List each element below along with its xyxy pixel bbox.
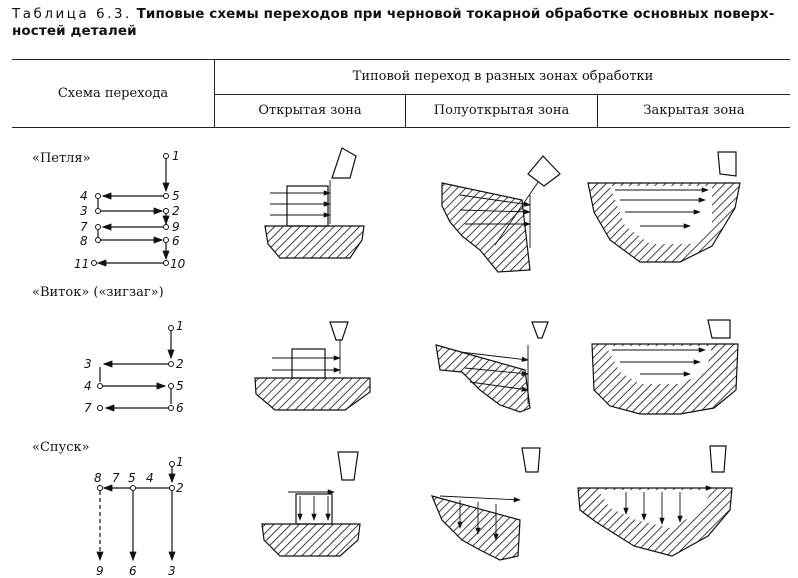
- table-vrule-3: [597, 94, 598, 128]
- pt-label: 6: [172, 234, 180, 248]
- pt-label: 1: [172, 149, 180, 163]
- caption-text-line2: ностей деталей: [12, 23, 137, 39]
- header-group: Типовой переход в разных зонах обработки: [352, 69, 654, 84]
- pt-label: 8: [94, 471, 102, 485]
- scheme-spusk: [96, 466, 176, 562]
- sketch-open-row2: [254, 321, 371, 411]
- sketch-semi-row3: [430, 447, 541, 561]
- header-scheme: Схема перехода: [57, 86, 169, 101]
- header-zone-closed: Закрытая зона: [643, 103, 745, 118]
- sketch-semi-row2: [435, 321, 549, 413]
- sketch-closed-row2: [591, 319, 739, 415]
- pt-label: 5: [128, 471, 136, 485]
- table-vrule-2: [405, 94, 406, 128]
- scheme-petlya-points: [91, 153, 169, 266]
- header-zone-open: Открытая зона: [258, 103, 362, 118]
- pt-label: 4: [84, 379, 92, 393]
- pt-label: 10: [170, 257, 186, 271]
- pt-label: 1: [176, 455, 184, 469]
- caption-label: Таблица 6.3.: [12, 6, 132, 22]
- pt-label: 7: [112, 471, 120, 485]
- pt-label: 2: [176, 481, 184, 495]
- caption-text-line1: Типовые схемы переходов при черновой ток…: [136, 6, 775, 22]
- pt-label: 8: [80, 234, 88, 248]
- sketch-semi-row1: [441, 155, 561, 273]
- sketch-closed-row3: [577, 445, 733, 557]
- row-label-petlya: «Петля»: [32, 151, 91, 166]
- pt-label: 5: [172, 189, 180, 203]
- pt-label: 7: [84, 401, 92, 415]
- pt-label: 3: [168, 564, 176, 578]
- pt-label: 4: [146, 471, 154, 485]
- pt-label: 7: [80, 220, 88, 234]
- row-label-vitok: «Виток» («зигзаг»): [32, 285, 164, 300]
- row-label-spusk: «Спуск»: [32, 440, 90, 455]
- scheme-petlya: [96, 158, 170, 267]
- pt-label: 9: [96, 564, 104, 578]
- sketch-closed-row1: [587, 151, 741, 263]
- pt-label: 3: [80, 204, 88, 218]
- sketch-open-row1: [264, 147, 365, 259]
- pt-label: 4: [80, 189, 88, 203]
- table-caption: Таблица 6.3. Типовые схемы переходов при…: [12, 6, 792, 40]
- pt-label: 11: [74, 257, 89, 271]
- table-top-rule: [12, 59, 790, 60]
- pt-label: 5: [176, 379, 184, 393]
- pt-label: 1: [176, 319, 184, 333]
- table-vrule-1: [214, 59, 215, 128]
- pt-label: 2: [176, 357, 184, 371]
- pt-label: 2: [172, 204, 180, 218]
- scheme-vitok: [99, 330, 175, 412]
- header-zone-semi: Полуоткрытая зона: [433, 103, 570, 118]
- pt-label: 6: [176, 401, 184, 415]
- table-header-bottom-rule: [12, 127, 790, 128]
- pt-label: 3: [84, 357, 92, 371]
- pt-label: 6: [129, 564, 137, 578]
- table-header-mid-rule: [214, 94, 790, 95]
- sketch-open-row3: [261, 451, 361, 557]
- pt-label: 9: [172, 220, 180, 234]
